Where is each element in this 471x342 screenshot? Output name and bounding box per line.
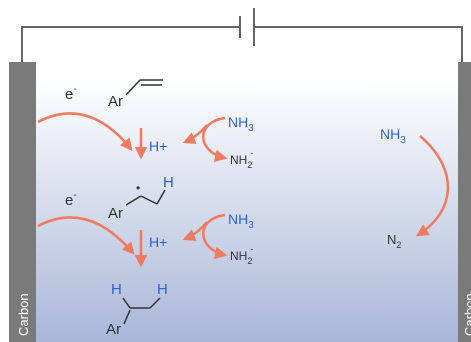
reactant-ar-label: Ar: [108, 93, 123, 110]
ammonia-to-amide-arrow-2: [202, 213, 228, 260]
proton-release-arrow-2: [182, 221, 208, 241]
nitrogen-label: N2: [387, 232, 401, 250]
intermediate-bonds: [125, 189, 166, 206]
electron-label-2: e-: [65, 190, 77, 209]
right-electrode-label: Carbon: [462, 293, 471, 336]
ammonia-label-1: NH3: [228, 114, 254, 134]
intermediate-ar-label: Ar: [108, 205, 123, 222]
radical-dot: •: [136, 181, 140, 195]
left-electrode-label: Carbon: [16, 293, 31, 336]
battery-icon: [239, 8, 255, 46]
ammonia-oxidation-arrow: [415, 135, 450, 237]
product-bonds: [122, 297, 161, 325]
electron-label-1: e-: [65, 84, 77, 103]
ammonia-to-amide-arrow-1: [202, 116, 228, 163]
proton-label-2: H+: [149, 234, 167, 250]
ammonia-label-2: NH3: [228, 211, 254, 231]
electron-transfer-arrow-1: [37, 112, 133, 151]
product-h-left-label: H: [111, 281, 122, 298]
electrolyte: [36, 80, 458, 342]
vinyl-group-bonds: [125, 79, 163, 96]
circuit-wire-right: [254, 26, 463, 62]
amide-label-1: NH2-: [230, 148, 253, 170]
anode-ammonia-label: NH3: [380, 126, 406, 146]
proton-release-arrow-1: [182, 124, 208, 144]
circuit-wire-left: [21, 26, 240, 62]
product-ar-label: Ar: [106, 321, 121, 338]
external-circuit: [21, 26, 463, 62]
amide-label-2: NH2-: [230, 244, 253, 266]
intermediate-h-label: H: [163, 174, 174, 191]
product-h-right-label: H: [157, 281, 168, 298]
electron-transfer-arrow-2: [37, 216, 135, 255]
left-electrode: [9, 62, 36, 342]
proton-label-1: H+: [149, 138, 167, 154]
right-electrode: [458, 62, 471, 342]
